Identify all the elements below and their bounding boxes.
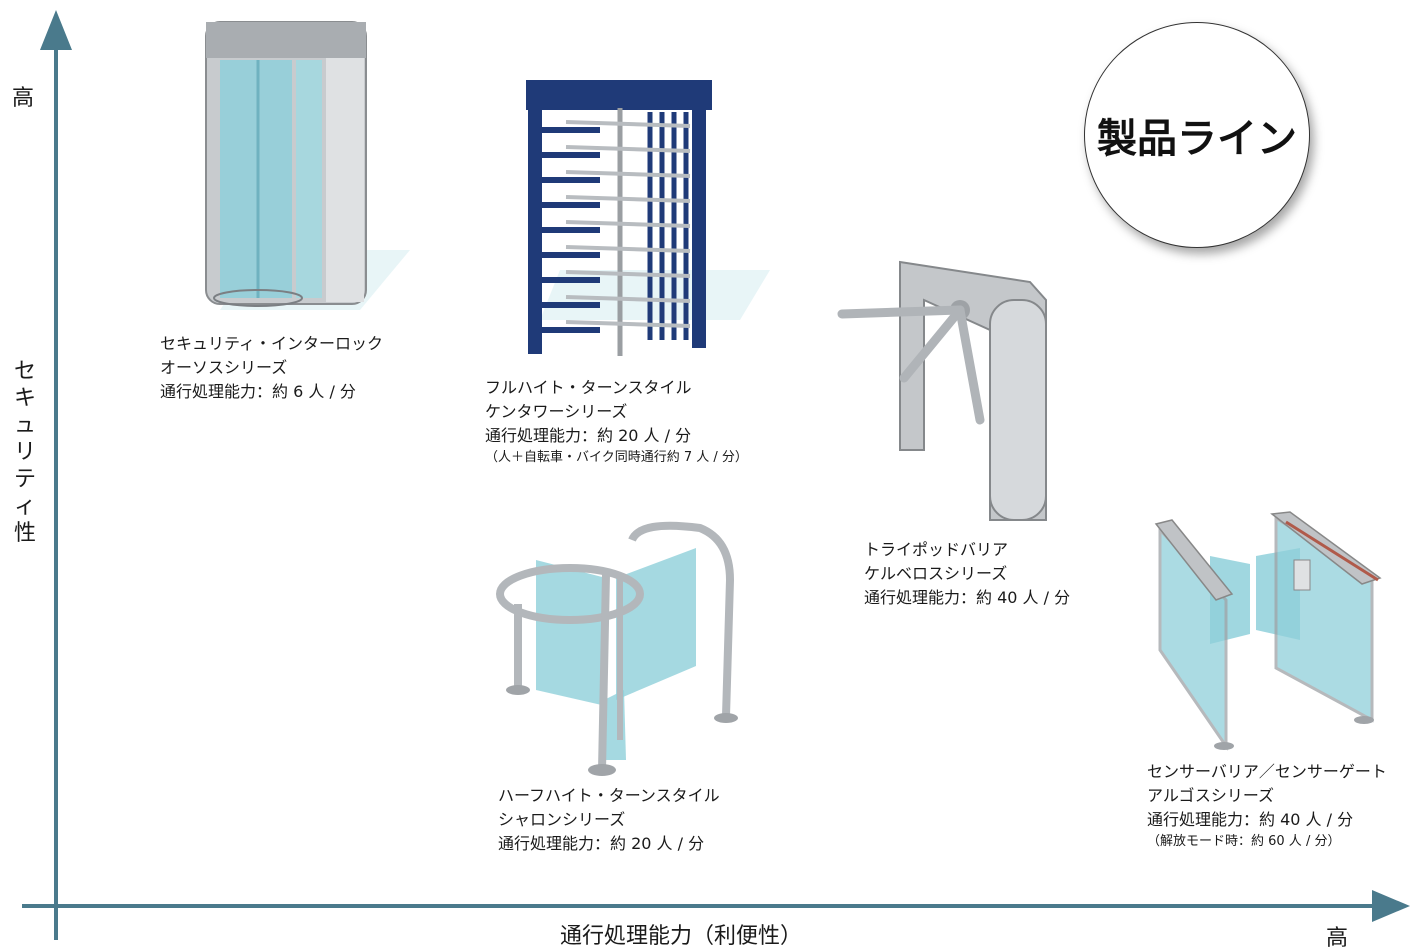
y-axis-arrow-icon: [40, 10, 72, 50]
product-label-sensor: センサーバリア／センサーゲート アルゴスシリーズ 通行処理能力：約 40 人 /…: [1147, 760, 1387, 852]
y-axis-label-char: テ: [13, 467, 36, 492]
y-axis-label-char: キ: [13, 386, 36, 411]
product-note: （解放モード時：約 60 人 / 分）: [1147, 834, 1341, 849]
product-label-tripod: トライポッドバリア ケルベロスシリーズ 通行処理能力：約 40 人 / 分: [864, 538, 1070, 610]
y-axis-label-char: ュ: [13, 413, 36, 438]
product-capacity: 通行処理能力：約 40 人 / 分: [864, 588, 1071, 607]
y-axis-label-char: ィ: [13, 494, 36, 519]
x-axis: [22, 890, 1410, 922]
product-series: シャロンシリーズ: [498, 810, 626, 829]
product-series: ケルベロスシリーズ: [864, 564, 1008, 583]
product-label-full-height: フルハイト・ターンスタイル ケンタワーシリーズ 通行処理能力：約 20 人 / …: [485, 376, 748, 468]
product-series: ケンタワーシリーズ: [485, 402, 628, 421]
product-name: トライポッドバリア: [864, 540, 1009, 559]
product-capacity: 通行処理能力：約 40 人 / 分: [1147, 810, 1354, 829]
product-series: オーソスシリーズ: [160, 358, 288, 377]
badge-title: 製品ライン: [1097, 115, 1297, 162]
product-name: フルハイト・ターンスタイル: [485, 378, 692, 397]
y-axis-label-char: セ: [13, 359, 36, 384]
product-capacity: 通行処理能力：約 6 人 / 分: [160, 382, 356, 401]
product-capacity: 通行処理能力：約 20 人 / 分: [498, 834, 705, 853]
security-interlock-illustration: [205, 21, 410, 310]
product-note: （人＋自転車・バイク同時通行約 7 人 / 分）: [485, 450, 748, 465]
product-series: アルゴスシリーズ: [1147, 786, 1275, 805]
y-axis-label-char: リ: [13, 440, 36, 465]
product-name: セキュリティ・インターロック: [160, 334, 384, 353]
y-axis-label: セキュリティ性: [12, 358, 38, 547]
product-label-interlock: セキュリティ・インターロック オーソスシリーズ 通行処理能力：約 6 人 / 分: [160, 332, 383, 404]
full-height-turnstile-illustration: [526, 80, 770, 356]
product-name: センサーバリア／センサーゲート: [1147, 762, 1387, 781]
product-line-badge: 製品ライン: [1084, 22, 1310, 248]
product-capacity: 通行処理能力：約 20 人 / 分: [485, 426, 692, 445]
y-axis: [40, 10, 72, 940]
x-axis-arrow-icon: [1372, 890, 1410, 922]
product-label-half-height: ハーフハイト・ターンスタイル シャロンシリーズ 通行処理能力：約 20 人 / …: [498, 784, 720, 856]
y-axis-high-label: 高: [12, 86, 35, 111]
product-name: ハーフハイト・ターンスタイル: [498, 786, 720, 805]
sensor-barrier-illustration: [1154, 511, 1382, 751]
y-axis-label-char: 性: [13, 521, 36, 546]
tripod-barrier-illustration: [837, 260, 1047, 521]
x-axis-label: 通行処理能力（利便性）: [560, 924, 803, 949]
x-axis-high-label: 高: [1326, 926, 1349, 951]
half-height-turnstile-illustration: [496, 521, 738, 776]
